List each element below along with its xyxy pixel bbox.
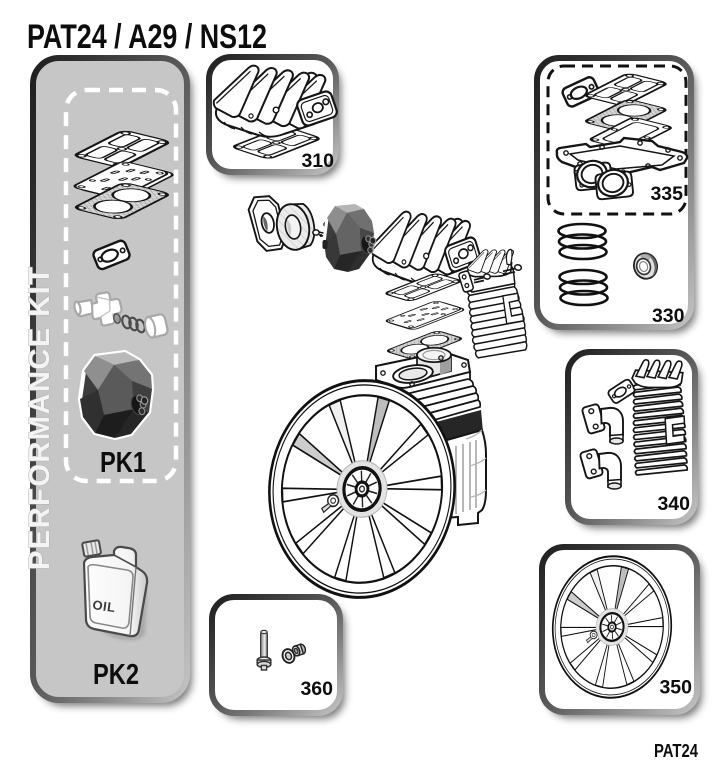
svg-text:340: 340 (657, 493, 690, 515)
svg-text:PK2: PK2 (93, 659, 139, 691)
svg-text:PK1: PK1 (100, 447, 146, 479)
svg-text:PAT24: PAT24 (654, 741, 698, 761)
svg-text:PERFORMANCE KIT: PERFORMANCE KIT (24, 266, 56, 570)
svg-text:350: 350 (659, 677, 692, 699)
svg-text:360: 360 (300, 678, 333, 700)
svg-text:PAT24 / A29 / NS12: PAT24 / A29 / NS12 (27, 18, 267, 56)
svg-text:335: 335 (650, 183, 683, 205)
svg-text:330: 330 (652, 305, 685, 327)
svg-text:OIL: OIL (92, 597, 117, 615)
svg-text:310: 310 (301, 150, 334, 172)
